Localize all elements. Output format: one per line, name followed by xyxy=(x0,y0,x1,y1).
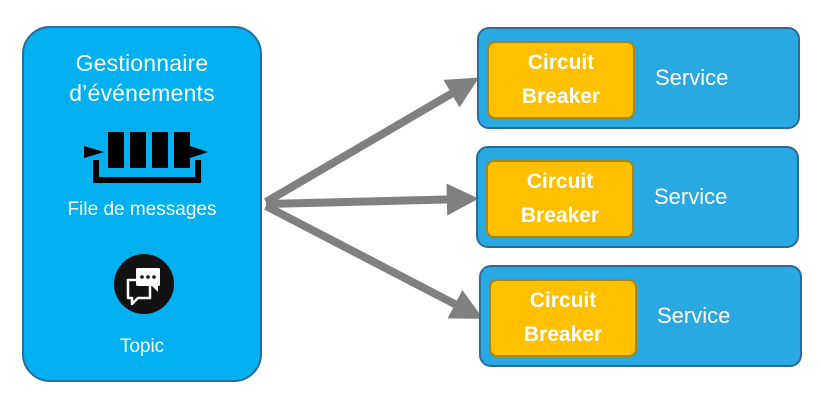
service-1-label: Service xyxy=(655,65,729,90)
event-manager-title: Gestionnaire d’événements xyxy=(24,48,260,108)
arrow-to-service-3 xyxy=(264,202,484,319)
circuit-breaker-2-line1: Circuit xyxy=(526,170,594,193)
circuit-breaker-3-line1: Circuit xyxy=(529,289,597,312)
chat-bubbles-icon xyxy=(114,254,174,314)
event-manager-title-line2: d’événements xyxy=(69,80,215,106)
circuit-breaker-3-line2: Breaker xyxy=(523,323,603,346)
event-manager-title-line1: Gestionnaire xyxy=(75,50,209,76)
circuit-breaker-2-line2: Breaker xyxy=(520,204,600,227)
circuit-breaker-1: Circuit Breaker xyxy=(487,41,635,119)
service-box-3: Circuit Breaker Service xyxy=(479,265,802,367)
circuit-breaker-3: Circuit Breaker xyxy=(489,279,637,357)
circuit-breaker-2: Circuit Breaker xyxy=(486,160,634,238)
service-3-label: Service xyxy=(657,303,731,328)
message-queue-label: File de messages xyxy=(67,199,217,220)
arrow-to-service-2 xyxy=(265,183,479,216)
arrow-to-service-1 xyxy=(263,77,480,206)
topic-label: Topic xyxy=(119,336,165,357)
event-manager-box: Gestionnaire d’événements File de messag… xyxy=(22,26,262,382)
circuit-breaker-1-line1: Circuit xyxy=(527,51,595,74)
service-box-1: Circuit Breaker Service xyxy=(477,27,800,129)
service-2-label: Service xyxy=(654,184,728,209)
service-box-2: Circuit Breaker Service xyxy=(476,146,799,248)
message-queue-icon xyxy=(84,132,208,183)
circuit-breaker-1-line2: Breaker xyxy=(521,85,601,108)
